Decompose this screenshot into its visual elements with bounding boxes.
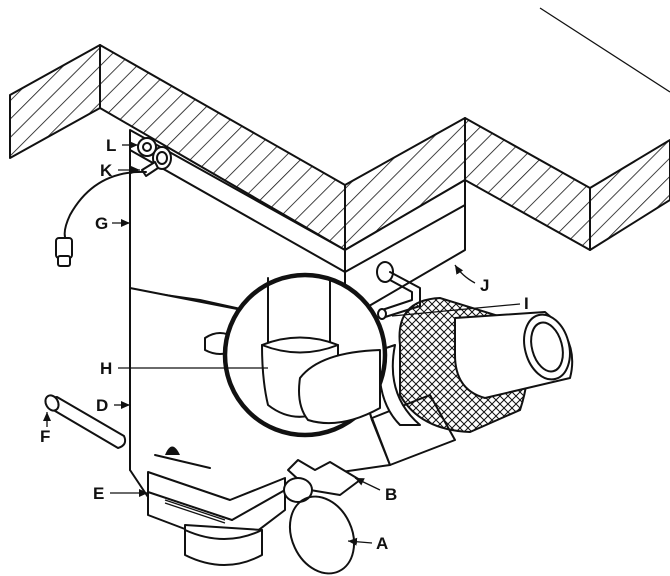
tube-assembly — [376, 261, 421, 320]
callout-label-b: B — [385, 485, 397, 504]
outlet-pipe — [454, 311, 574, 399]
callout-label-g: G — [95, 214, 108, 233]
background-edge-line — [539, 7, 670, 93]
callout-label-e: E — [93, 484, 104, 503]
callout-label-f: F — [40, 427, 50, 446]
callout-label-j: J — [480, 276, 489, 295]
leader-lines — [43, 141, 521, 546]
callout-label-a: A — [376, 534, 388, 553]
callout-label-d: D — [96, 396, 108, 415]
callout-label-k: K — [100, 161, 113, 180]
callout-label-h: H — [100, 359, 112, 378]
callout-label-l: L — [106, 136, 116, 155]
handle-rod — [44, 394, 127, 449]
callout-label-i: I — [524, 294, 529, 313]
magnified-detail — [222, 272, 388, 438]
lock-pin — [283, 459, 361, 575]
wall-section — [9, 44, 670, 251]
sensor-connector — [55, 137, 172, 267]
